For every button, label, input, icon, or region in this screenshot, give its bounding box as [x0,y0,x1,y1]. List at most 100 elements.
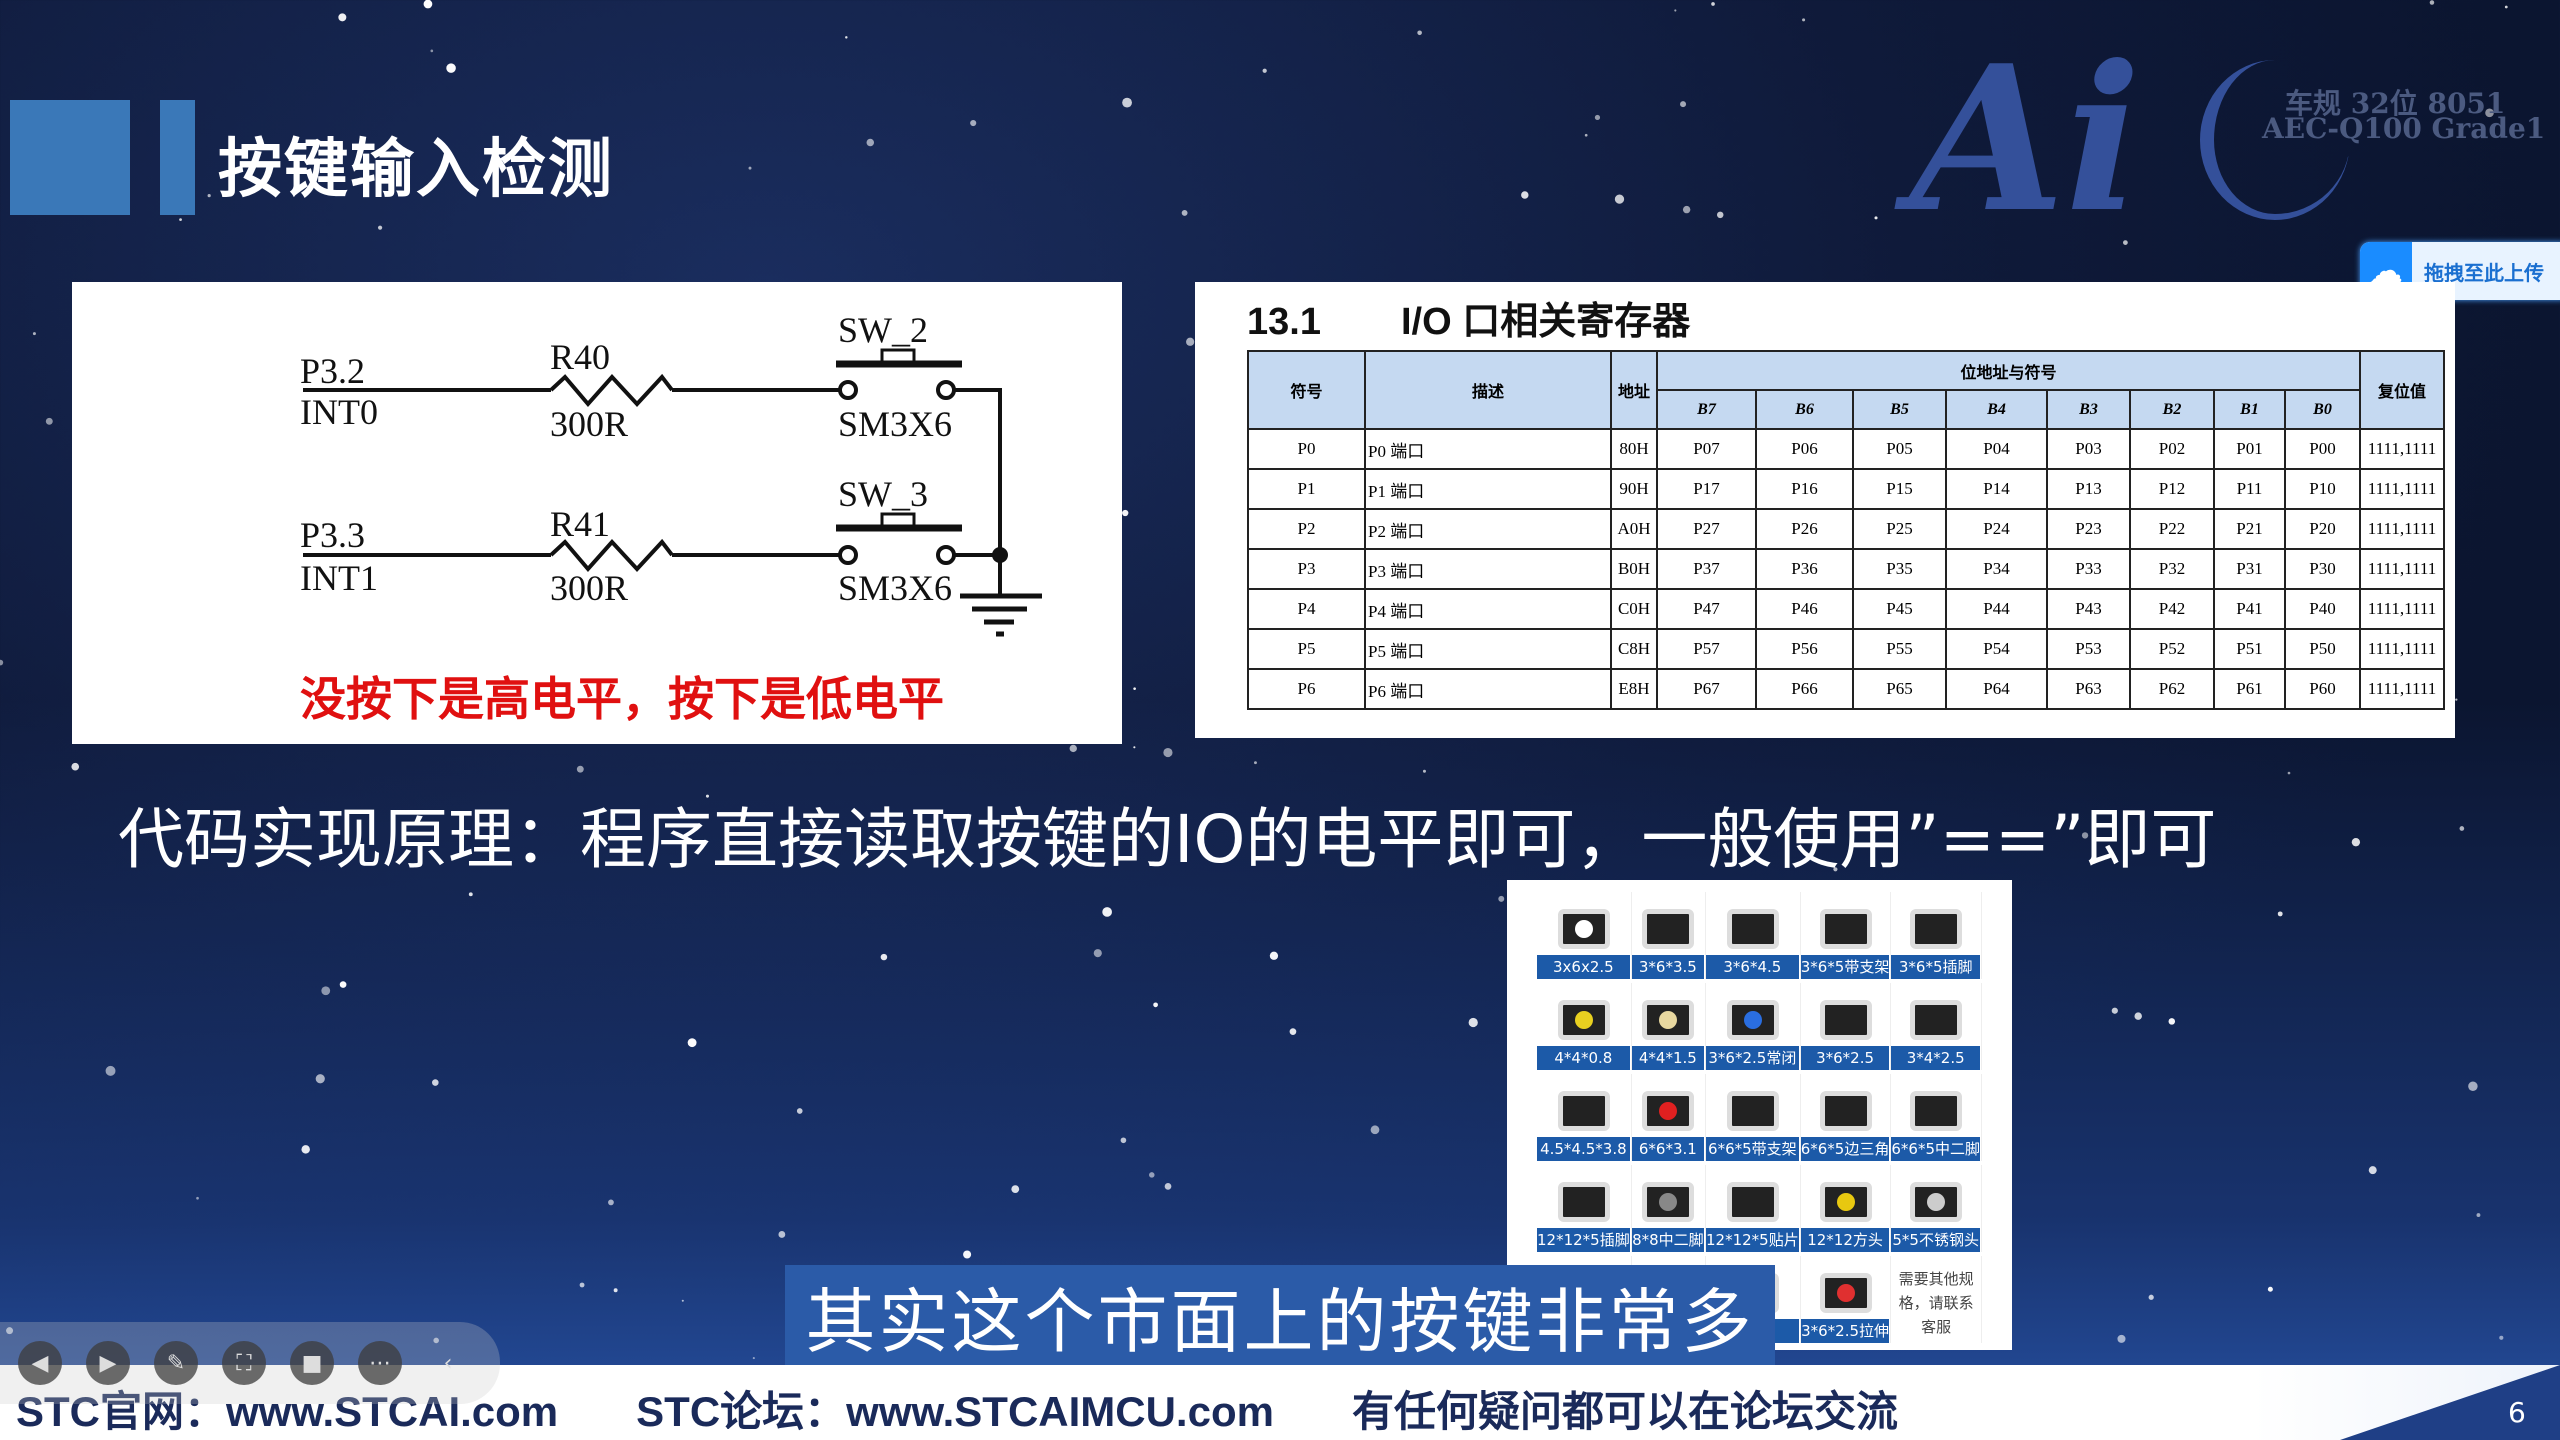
cell-bit: P10 [2283,468,2362,510]
more-icon[interactable]: ⋯ [358,1341,402,1385]
catalog-label: 3*4*2.5 [1891,1046,1981,1070]
cell-bit: P34 [1945,548,2048,590]
cell-bit: P25 [1852,508,1947,550]
tact-switch-image [1642,1000,1695,1040]
star [2499,1335,2504,1340]
star [866,138,875,147]
star [2123,240,2128,245]
junction-dot [992,547,1008,563]
cell-desc: P2 端口 [1364,508,1612,550]
camera-icon[interactable]: ■ [290,1341,334,1385]
cell-bit: P44 [1945,588,2048,630]
star [687,1038,697,1048]
logo: Ai [1910,22,2142,257]
header-addr: 地址 [1610,350,1658,430]
star [433,1337,439,1344]
star [1422,769,1426,773]
footer-site: STC官网：www.STCAI.com [16,1388,559,1435]
cell-bit: P12 [2129,468,2215,510]
catalog-label: 3*6*2.5常闭 [1706,1046,1800,1070]
cell-bit: P55 [1852,628,1947,670]
star [2111,1007,2118,1014]
star [339,981,347,988]
cell-bit: P20 [2283,508,2362,550]
collapse-icon[interactable]: ‹ [443,1350,453,1376]
star [1498,895,1505,902]
star [338,13,347,22]
star [576,765,584,773]
star [2476,1213,2481,1218]
star [2022,184,2026,188]
star [705,794,709,798]
catalog-label: 3*6*4.5 [1706,955,1800,979]
star [778,1231,786,1238]
footer-forum: STC论坛：www.STCAIMCU.com [636,1388,1274,1435]
star [432,1079,439,1086]
pen-icon[interactable]: ✎ [154,1341,198,1385]
header-bit: B7 [1656,389,1757,430]
prev-icon[interactable]: ◀ [18,1341,62,1385]
star [0,659,4,666]
cell-desc: P1 端口 [1364,468,1612,510]
header-bit: B5 [1852,389,1947,430]
star [377,225,383,230]
star [2148,1294,2154,1300]
next-icon[interactable]: ▶ [86,1341,130,1385]
catalog-label: 6*6*3.1 [1631,1137,1705,1161]
cell-addr: 80H [1610,428,1658,470]
star [1153,1002,1158,1008]
star [1120,1137,1127,1144]
catalog-item: 4*4*0.8 [1537,983,1632,1070]
tact-switch-image [1910,1182,1963,1222]
catalog-item: 12*12方头 [1800,1165,1892,1252]
star [1186,337,1195,346]
star [1874,216,1878,220]
star [1269,951,1279,960]
star [446,63,456,73]
star [1614,194,1625,204]
cell-addr: E8H [1610,668,1658,710]
cell-addr: C0H [1610,588,1658,630]
catalog-item: 3*6*2.5 [1800,983,1892,1070]
video-subtitle: 其实这个市面上的按键非常多 [785,1265,1775,1368]
star [301,1145,310,1154]
upload-label: 拖拽至此上传 [2424,260,2544,285]
switch-part: SM3X6 [838,568,952,608]
star [2459,826,2465,831]
title-decor-bar [160,100,195,215]
tact-switch-image [1642,909,1695,949]
footer-bar [0,1365,2560,1440]
cell-symbol: P1 [1247,468,1366,510]
star [1674,9,1677,12]
header-bit: B0 [2283,389,2362,430]
presentation-controls: ◀ ▶ ✎ ⛶ ■ ⋯ ‹ [0,1322,500,1404]
cell-bit: P41 [2213,588,2286,630]
catalog-label: 4*4*1.5 [1631,1046,1705,1070]
catalog-item: 3x6x2.5 [1537,892,1632,979]
cell-bit: P31 [2213,548,2286,590]
star [1181,210,1188,216]
tact-switch-image [1557,909,1610,949]
resistor-label: R40 [550,337,610,377]
cell-bit: P40 [2283,588,2362,630]
star [2368,1166,2377,1175]
star [1682,205,1691,214]
cell-bit: P56 [1755,628,1854,670]
logo-line2: AEC-Q100 Grade1 [2262,112,2546,145]
screenshot-icon[interactable]: ⛶ [222,1341,266,1385]
star [1133,746,1136,749]
cell-bit: P26 [1755,508,1854,550]
cell-symbol: P2 [1247,508,1366,550]
cell-bit: P47 [1656,588,1757,630]
catalog-label: 5*5不锈钢头 [1891,1228,1981,1252]
header-bits-group: 位地址与符号 [1655,350,2362,391]
cell-bit: P06 [1755,428,1854,470]
catalog-item: 3*6*5插脚 [1891,892,1982,979]
cell-desc: P4 端口 [1364,588,1612,630]
